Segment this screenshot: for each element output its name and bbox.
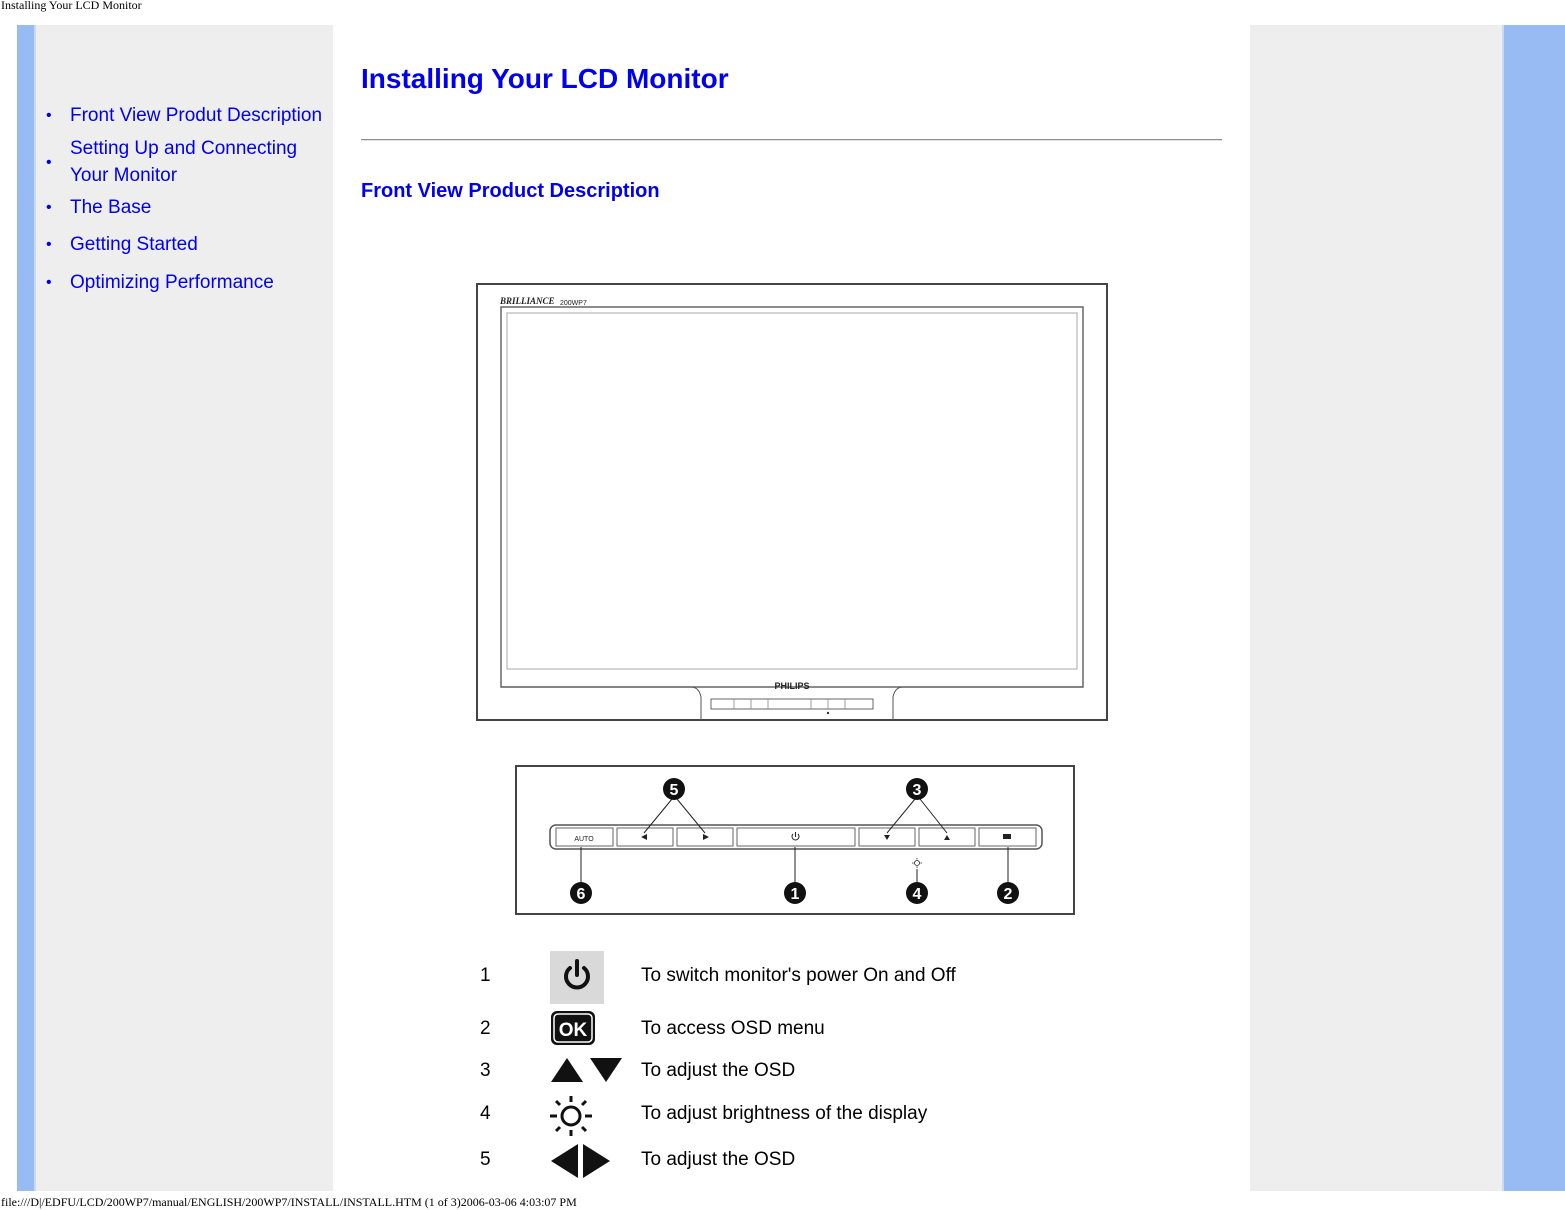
power-icon <box>791 832 800 841</box>
monitor-model-text: 200WP7 <box>560 300 587 307</box>
callout-4: 4 <box>906 882 928 904</box>
bullet-icon: • <box>46 236 52 253</box>
svg-text:1: 1 <box>791 886 800 903</box>
ok-icon <box>1003 834 1011 839</box>
right-blue-stripe <box>1502 25 1565 1191</box>
svg-text:5: 5 <box>670 782 679 799</box>
print-header: Installing Your LCD Monitor <box>1 0 142 12</box>
bullet-icon: • <box>46 154 52 171</box>
sidebar-item-label[interactable]: Front View Produt Description <box>70 105 323 126</box>
monitor-front-illustration: BRILLIANCE 200WP7 PHILIPS <box>476 283 1108 721</box>
bullet-icon: • <box>46 274 52 291</box>
control-number: 5 <box>480 1149 491 1170</box>
up-arrow-icon <box>944 835 950 840</box>
print-footer: file:///D|/EDFU/LCD/200WP7/manual/ENGLIS… <box>1 1195 577 1209</box>
divider <box>361 139 1222 141</box>
control-description: To adjust the OSD <box>641 1149 796 1170</box>
control-number: 2 <box>480 1018 491 1039</box>
bullet-icon: • <box>46 199 52 216</box>
svg-text:3: 3 <box>913 782 922 799</box>
bullet-icon: • <box>46 107 52 124</box>
down-arrow-icon <box>884 835 890 840</box>
control-description: To switch monitor's power On and Off <box>641 965 956 986</box>
sidebar-item-label[interactable]: Getting Started <box>70 234 198 255</box>
left-blue-stripe <box>17 25 34 1191</box>
svg-text:2: 2 <box>1004 886 1013 903</box>
ok-icon: OK <box>551 1011 595 1045</box>
up-down-arrows-icon <box>551 1058 622 1082</box>
control-description: To access OSD menu <box>641 1018 825 1039</box>
sidebar-item-label[interactable]: Optimizing Performance <box>70 272 274 293</box>
brightness-icon <box>912 858 922 868</box>
callout-6: 6 <box>570 882 592 904</box>
auto-label: AUTO <box>574 836 594 843</box>
svg-text:4: 4 <box>913 886 922 903</box>
philips-logo: PHILIPS <box>774 681 809 691</box>
control-description: To adjust the OSD <box>641 1060 796 1081</box>
right-gray-column <box>1250 25 1502 1191</box>
monitor-brand-text: BRILLIANCE <box>499 296 555 306</box>
callout-1: 1 <box>784 882 806 904</box>
ok-icon-text: OK <box>559 1020 588 1041</box>
control-number: 4 <box>480 1103 491 1124</box>
right-arrow-icon <box>703 834 709 840</box>
callout-3: 3 <box>906 778 928 800</box>
right-stripe-highlight <box>1502 25 1504 1191</box>
sidebar-item-label[interactable]: The Base <box>70 197 152 218</box>
callout-5: 5 <box>663 778 685 800</box>
control-number: 1 <box>480 965 491 986</box>
brightness-icon <box>550 1096 592 1136</box>
main-content: Installing Your LCD Monitor Front View P… <box>333 25 1250 1191</box>
sidebar: • Front View Produt Description • Settin… <box>36 25 333 1191</box>
svg-text:6: 6 <box>577 886 586 903</box>
page-title: Installing Your LCD Monitor <box>361 63 729 94</box>
left-right-arrows-icon <box>551 1144 610 1178</box>
control-panel-diagram: AUTO 5 3 6 1 4 2 <box>515 765 1075 915</box>
callout-2: 2 <box>997 882 1019 904</box>
section-title: Front View Product Description <box>361 180 660 202</box>
left-stripe-highlight <box>34 25 36 1191</box>
power-icon <box>550 951 604 1004</box>
control-number: 3 <box>480 1060 491 1081</box>
left-arrow-icon <box>641 834 647 840</box>
control-description: To adjust brightness of the display <box>641 1103 928 1124</box>
sidebar-item-label[interactable]: Setting Up and Connecting Your Monitor <box>70 138 298 186</box>
